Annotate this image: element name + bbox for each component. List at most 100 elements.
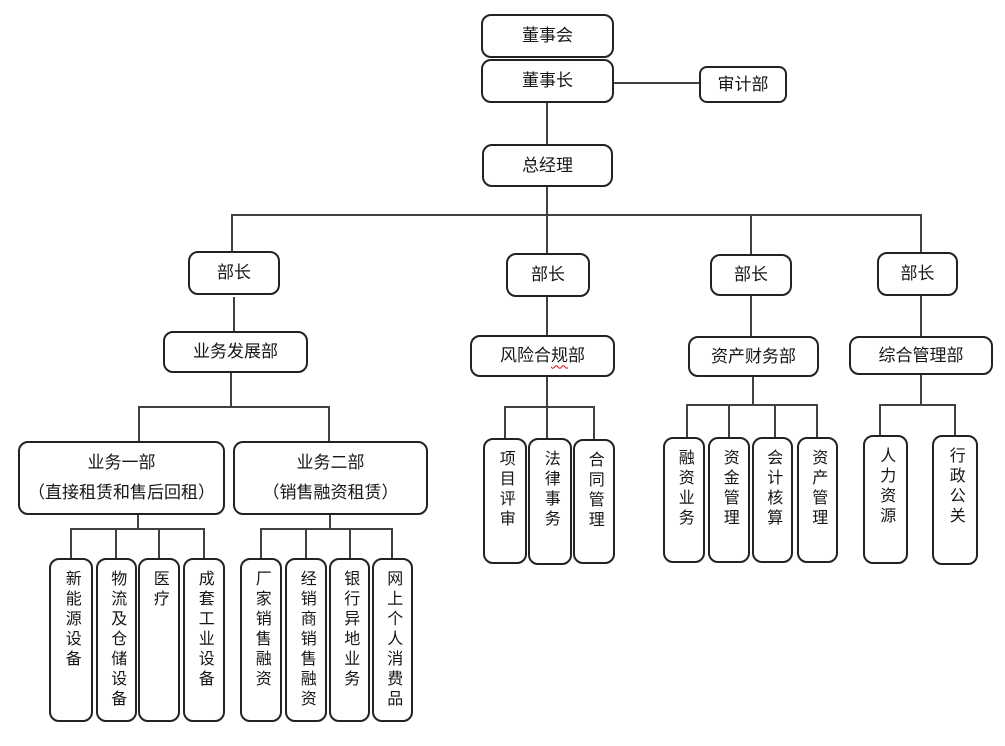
node-label: 风险合规部 bbox=[500, 345, 585, 366]
connector-line bbox=[879, 404, 881, 435]
node-leaf-financing-business: 融资业务 bbox=[663, 437, 705, 563]
node-board: 董事会 bbox=[481, 14, 614, 58]
connector-line bbox=[231, 214, 233, 253]
connector-line bbox=[546, 297, 548, 335]
node-leaf-legal-affairs: 法律事务 bbox=[528, 438, 572, 565]
node-label: 网上个人消费品 bbox=[384, 570, 402, 710]
connector-line bbox=[593, 406, 595, 439]
connector-line bbox=[139, 406, 330, 408]
node-label: 部长 bbox=[217, 263, 251, 283]
division-name: 业务二部 bbox=[296, 453, 365, 473]
node-leaf-online-personal-consumer-goods: 网上个人消费品 bbox=[372, 558, 413, 722]
connector-line bbox=[774, 404, 776, 437]
node-label: 人力资源 bbox=[877, 447, 895, 527]
node-label: 成套工业设备 bbox=[195, 570, 213, 690]
node-label: 银行异地业务 bbox=[341, 570, 359, 690]
node-division-business-1: 业务一部 （直接租赁和售后回租） bbox=[18, 441, 225, 515]
node-audit-dept: 审计部 bbox=[699, 66, 787, 103]
node-leaf-dealer-sales-financing: 经销商销售融资 bbox=[285, 558, 327, 722]
node-label: 业务发展部 bbox=[193, 342, 278, 362]
connector-line bbox=[816, 404, 818, 437]
connector-line bbox=[349, 528, 351, 558]
connector-line bbox=[260, 528, 262, 558]
node-leaf-manufacturer-sales-financing: 厂家销售融资 bbox=[240, 558, 282, 722]
connector-line bbox=[546, 187, 548, 253]
node-leaf-project-review: 项目评审 bbox=[483, 438, 527, 564]
connector-line bbox=[230, 373, 232, 407]
connector-line bbox=[305, 528, 307, 558]
connector-line bbox=[261, 528, 393, 530]
node-label: 会计核算 bbox=[764, 449, 782, 529]
node-label: 医疗 bbox=[150, 570, 168, 610]
node-label: 部长 bbox=[900, 264, 935, 284]
node-label: 行政公关 bbox=[946, 447, 964, 527]
connector-line bbox=[203, 528, 205, 558]
node-general-manager: 总经理 bbox=[482, 144, 613, 187]
node-label: 部长 bbox=[531, 265, 565, 285]
node-leaf-asset-management: 资产管理 bbox=[797, 437, 838, 563]
node-leaf-contract-management: 合同管理 bbox=[573, 439, 615, 564]
node-minister-1: 部长 bbox=[188, 251, 280, 295]
node-label: 经销商销售融资 bbox=[297, 570, 315, 710]
division-subtitle: （销售融资租赁） bbox=[262, 483, 399, 502]
node-leaf-bank-remote-business: 银行异地业务 bbox=[329, 558, 370, 722]
node-label: 厂家销售融资 bbox=[252, 570, 270, 690]
connector-line bbox=[505, 406, 595, 408]
node-label: 融资业务 bbox=[675, 449, 693, 529]
connector-line bbox=[329, 515, 331, 529]
spellcheck-flagged-char: 规 bbox=[551, 346, 568, 366]
node-leaf-new-energy-equipment: 新能源设备 bbox=[49, 558, 93, 722]
connector-line bbox=[750, 296, 752, 336]
connector-line bbox=[750, 214, 752, 254]
node-division-business-2: 业务二部 （销售融资租赁） bbox=[233, 441, 428, 515]
node-leaf-fund-management: 资金管理 bbox=[708, 437, 750, 563]
node-dept-business-development: 业务发展部 bbox=[163, 331, 308, 373]
node-label: 新能源设备 bbox=[62, 570, 80, 670]
connector-line bbox=[115, 528, 117, 558]
node-leaf-human-resources: 人力资源 bbox=[863, 435, 908, 564]
connector-line bbox=[328, 406, 330, 441]
node-leaf-medical: 医疗 bbox=[138, 558, 180, 722]
node-minister-3: 部长 bbox=[710, 254, 792, 296]
connector-line bbox=[71, 528, 205, 530]
dept-name-part: 部 bbox=[568, 346, 585, 366]
node-chairman: 董事长 bbox=[481, 59, 614, 103]
node-label: 资金管理 bbox=[720, 449, 738, 529]
node-label: 董事长 bbox=[522, 71, 573, 91]
connector-line bbox=[70, 528, 72, 558]
node-minister-4: 部长 bbox=[877, 252, 958, 296]
node-dept-asset-finance: 资产财务部 bbox=[688, 336, 819, 377]
division-name: 业务一部 bbox=[87, 453, 156, 473]
connector-line bbox=[137, 515, 139, 529]
connector-line bbox=[920, 296, 922, 336]
node-label: 资产管理 bbox=[809, 449, 827, 529]
node-leaf-logistics-warehousing-equipment: 物流及仓储设备 bbox=[96, 558, 137, 722]
node-label: 资产财务部 bbox=[711, 346, 796, 366]
node-minister-2: 部长 bbox=[506, 253, 590, 297]
connector-line bbox=[686, 404, 688, 437]
connector-line bbox=[920, 214, 922, 252]
connector-line bbox=[614, 82, 699, 84]
node-leaf-admin-public-relations: 行政公关 bbox=[932, 435, 978, 565]
node-label: 部长 bbox=[734, 265, 768, 285]
node-label: 综合管理部 bbox=[878, 345, 964, 365]
node-leaf-complete-industrial-equipment: 成套工业设备 bbox=[183, 558, 225, 722]
connector-line bbox=[546, 377, 548, 438]
node-label: 物流及仓储设备 bbox=[108, 570, 126, 710]
node-label: 总经理 bbox=[522, 155, 573, 175]
connector-line bbox=[880, 404, 956, 406]
connector-line bbox=[920, 374, 922, 405]
node-label: 董事会 bbox=[522, 26, 573, 46]
connector-line bbox=[158, 528, 160, 558]
node-label: 项目评审 bbox=[496, 450, 514, 530]
node-label: 合同管理 bbox=[585, 451, 603, 531]
connector-line bbox=[752, 377, 754, 405]
node-label: 法律事务 bbox=[541, 450, 559, 530]
connector-line bbox=[546, 103, 548, 144]
connector-line bbox=[954, 404, 956, 435]
node-leaf-accounting: 会计核算 bbox=[752, 437, 793, 563]
connector-line bbox=[232, 214, 922, 216]
dept-name-part: 风险合 bbox=[500, 346, 551, 366]
connector-line bbox=[504, 406, 506, 438]
